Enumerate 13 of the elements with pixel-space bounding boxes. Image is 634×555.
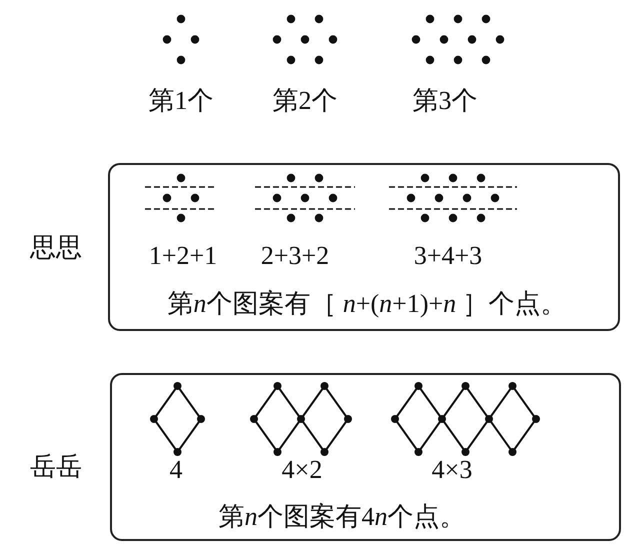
pattern-caption: 第3个 xyxy=(412,86,478,116)
sum-expression: 2+3+2 xyxy=(260,241,330,271)
pattern-caption: 第1个 xyxy=(148,86,214,116)
sum-expression: 3+4+3 xyxy=(414,241,482,271)
sum-expression: 1+2+1 xyxy=(148,241,218,271)
conclusion-text: 第n个图案有4n个点。 xyxy=(218,502,466,532)
conclusion-text: 第n个图案有［ n+(n+1)+n ］个点。 xyxy=(167,289,567,319)
product-expression: 4×2 xyxy=(282,455,322,485)
person-name: 思思 xyxy=(30,233,82,263)
pattern-caption: 第2个 xyxy=(272,86,338,116)
person-name: 岳岳 xyxy=(30,452,82,482)
product-expression: 4×3 xyxy=(432,455,472,485)
product-expression: 4 xyxy=(170,455,182,485)
